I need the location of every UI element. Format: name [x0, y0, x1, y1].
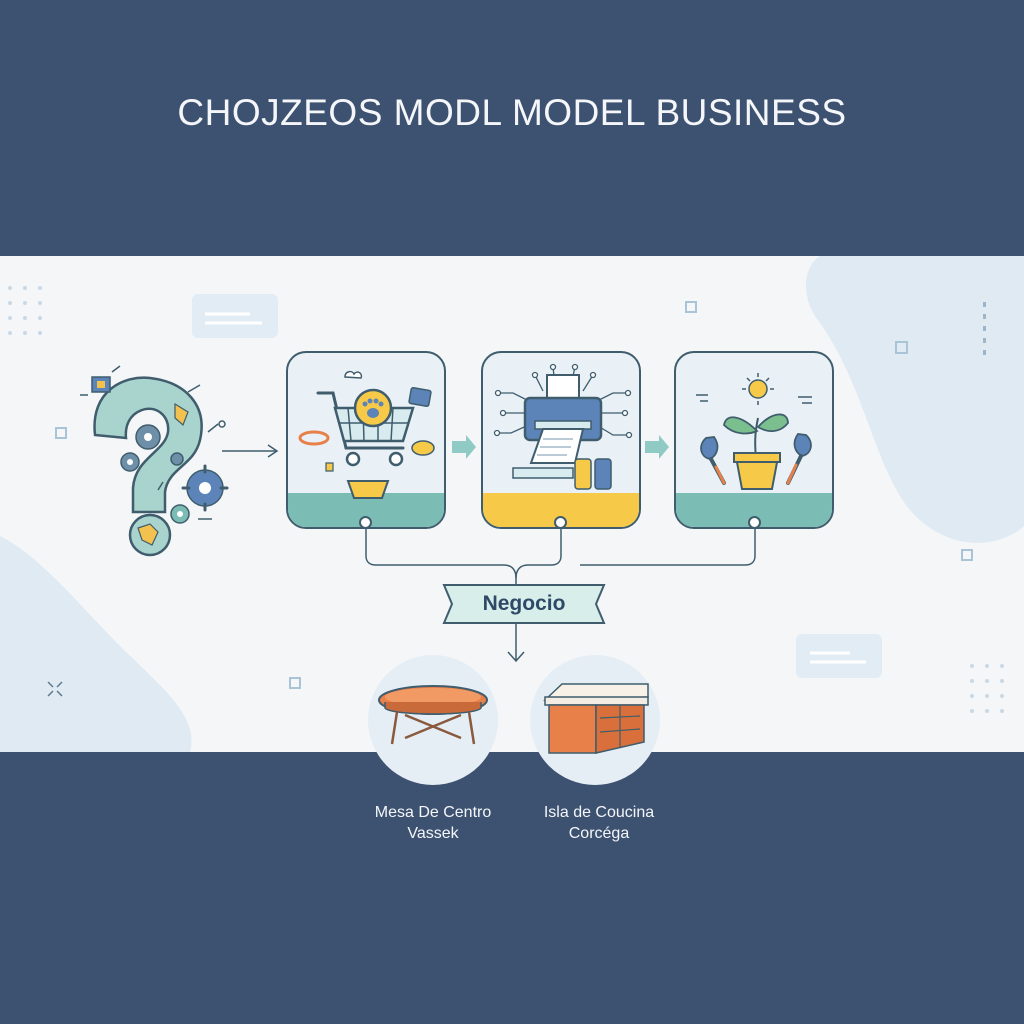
node-printing [481, 351, 641, 529]
connector-printing [554, 516, 567, 529]
product-name-line1: Mesa De Centro [374, 804, 492, 821]
connector-gardening [748, 516, 761, 529]
plant-pot-tools-icon [696, 373, 812, 490]
product-label-island: Isla de Coucina Corcéga [514, 802, 684, 844]
page-title: CHOJZEOS MODL MODEL BUSINESS [177, 92, 847, 133]
arrow-right-icon [452, 435, 476, 459]
hub-label: Negocio [482, 592, 566, 615]
product-name-line1: Isla de Coucina [543, 804, 655, 821]
printer-circuit-icon [493, 363, 633, 490]
product-name-line2: Corcéga [568, 825, 630, 842]
connector-pet-shop [359, 516, 372, 529]
background-decoration [0, 256, 1024, 752]
product-label-table: Mesa De Centro Vassek [348, 802, 518, 844]
product-name-line2: Vassek [407, 825, 459, 842]
pet-shopping-cart-icon [298, 370, 435, 499]
ribbon-shape [442, 584, 606, 624]
arrow-right-icon [645, 435, 669, 459]
product-circle-table [368, 655, 498, 785]
